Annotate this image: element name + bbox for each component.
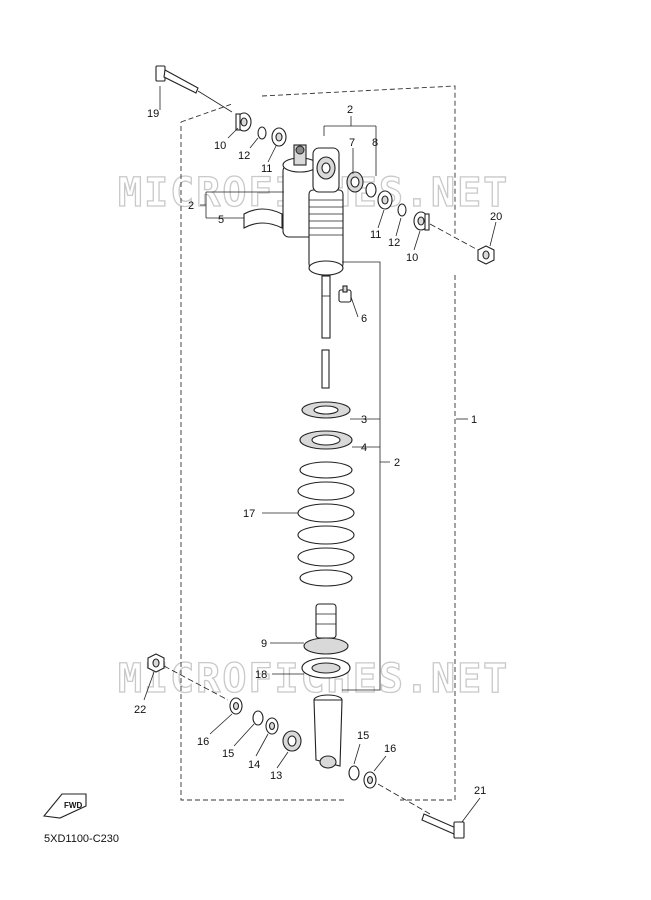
callout-21: 21 [474,785,486,797]
spring-guide-18 [301,657,351,679]
callout-2-top: 2 [347,104,353,116]
callout-22: 22 [134,704,146,716]
collar-16-right [363,771,377,789]
assembly-boundary-outline [180,85,456,801]
callout-11-upper: 11 [261,163,272,175]
bracket-2-left [200,191,284,219]
callout-10-lower: 10 [406,252,418,264]
collar-10-upper [235,112,252,132]
adjuster-4 [299,430,353,450]
axis-lower-left [163,665,229,701]
sleeve-5 [243,208,283,229]
callout-3: 3 [361,414,367,426]
callout-2-left: 2 [188,200,194,212]
callout-10-upper: 10 [214,140,226,152]
shock-body-upper [308,147,344,276]
callout-15-right: 15 [357,730,369,742]
callout-18: 18 [255,669,267,681]
callout-16-left: 16 [197,736,209,748]
callout-9: 9 [261,638,267,650]
callout-17: 17 [243,508,255,520]
oring-12-upper [257,126,267,140]
bolt-19 [155,65,233,113]
callout-14: 14 [248,759,260,771]
bolt-21 [421,813,465,839]
collar-10-lower [413,211,430,231]
callout-16-right: 16 [384,743,396,755]
callout-11-lower: 11 [370,229,381,241]
callout-7: 7 [349,137,355,149]
bushing-14 [265,717,279,735]
nut-20 [477,245,495,265]
bushing-11-upper [271,127,287,147]
oring-15-right [348,765,360,781]
piston-rod [321,275,331,389]
callout-20: 20 [490,211,502,223]
bracket-2-right [342,261,390,691]
bushing-11-lower [377,190,393,210]
callout-19: 19 [147,108,159,120]
axis-upper-right [429,223,479,251]
spring-17 [297,461,355,587]
bushing-7 [346,171,364,193]
lower-clevis [313,694,343,769]
callout-2-right: 2 [394,457,400,469]
seal-8 [365,182,377,198]
axis-lower-right [377,783,431,815]
collar-16-left [229,697,243,715]
callout-1: 1 [471,414,477,426]
callout-15-left: 15 [222,748,234,760]
bracket-2-top [323,116,377,176]
bushing-13 [282,730,302,752]
callout-6: 6 [361,313,367,325]
nut-22 [147,653,165,673]
callout-8: 8 [372,137,378,149]
fwd-label: FWD [64,801,82,810]
callout-12-lower: 12 [388,237,400,249]
diagram-code: 5XD1100-C230 [44,833,119,845]
locknut-3 [301,401,351,419]
callout-12-upper: 12 [238,150,250,162]
fwd-arrow-icon [42,793,87,819]
oring-12-lower [397,203,407,217]
callout-13: 13 [270,770,282,782]
valve-6 [338,285,352,303]
oring-15-left [252,710,264,726]
bump-stop [315,603,337,639]
spring-seat-9 [303,637,349,655]
callout-4: 4 [361,442,367,454]
callout-5: 5 [218,214,224,226]
